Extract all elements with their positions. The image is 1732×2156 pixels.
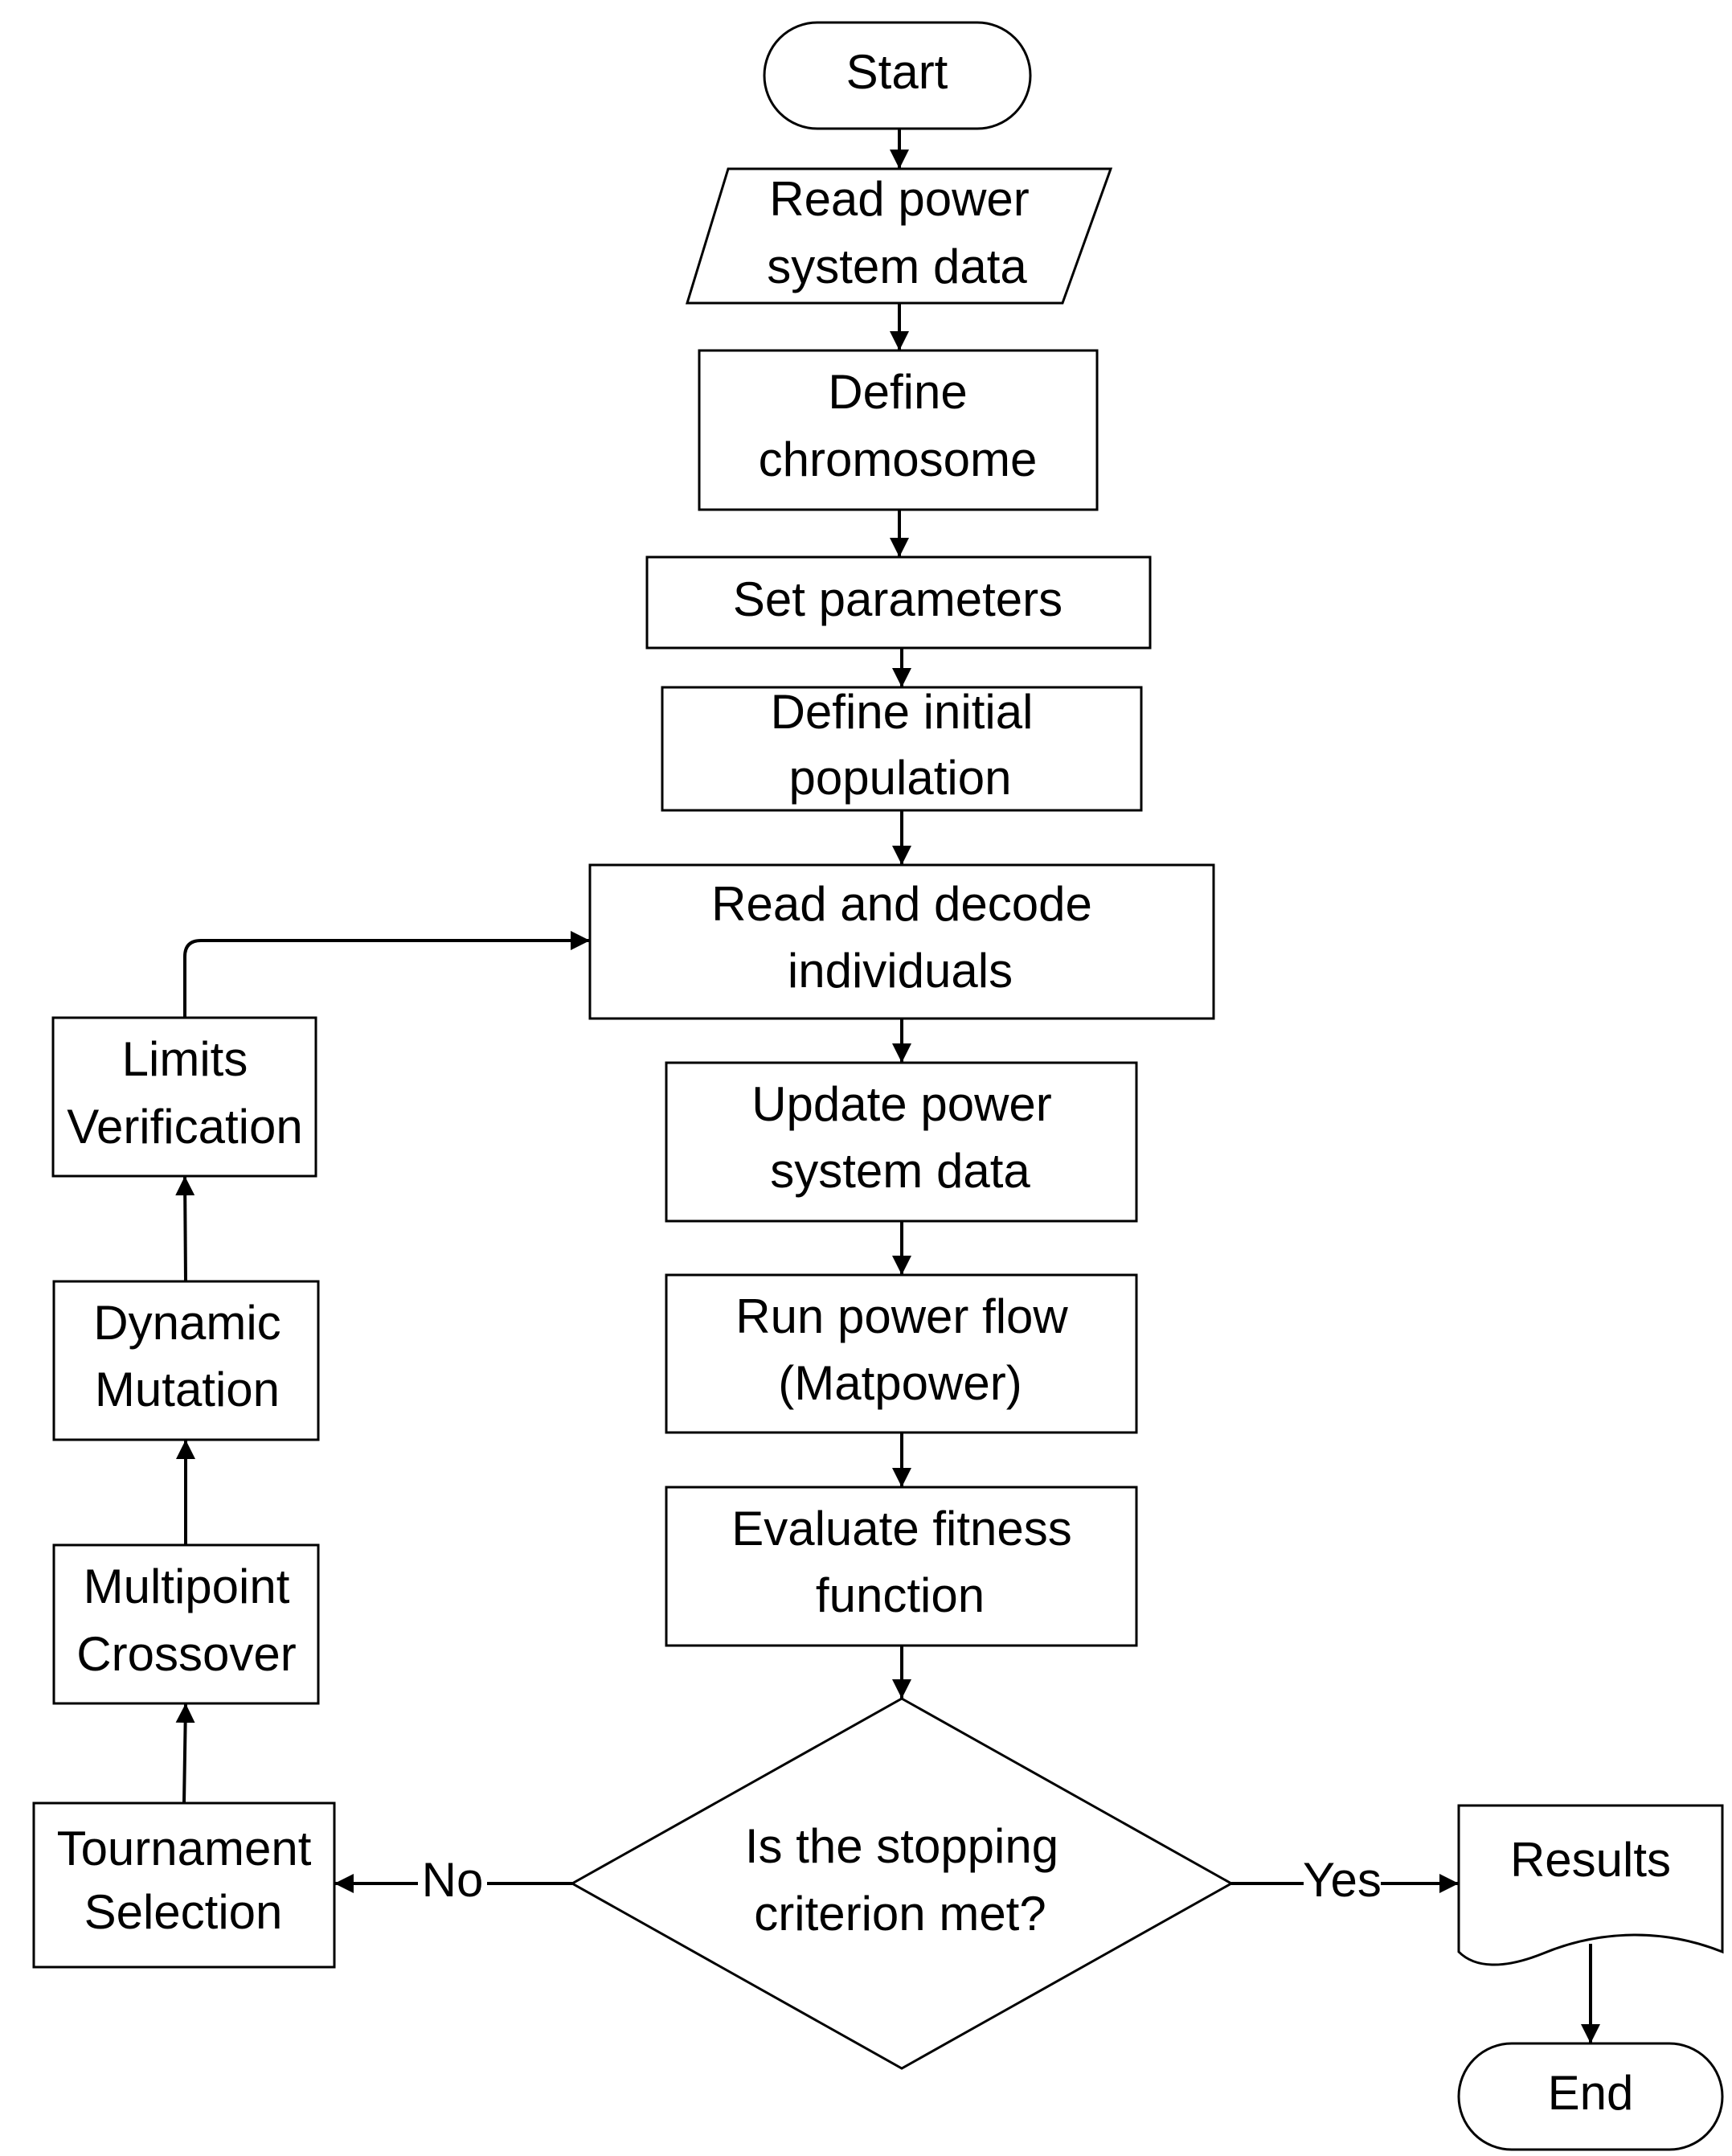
define-chromosome-label-line1: Define bbox=[828, 365, 967, 419]
set-parameters-node: Set parameters bbox=[645, 555, 1152, 650]
end-node: End bbox=[1457, 2042, 1724, 2151]
tournament-label-line1: Tournament bbox=[57, 1822, 312, 1875]
define-chromosome-label-line2: chromosome bbox=[759, 432, 1038, 486]
mutation-label-line2: Mutation bbox=[95, 1363, 280, 1416]
update-data-label-line1: Update power bbox=[751, 1077, 1052, 1131]
end-label: End bbox=[1548, 2066, 1634, 2120]
limits-label-line1: Limits bbox=[122, 1032, 248, 1086]
crossover-node: Multipoint Crossover bbox=[52, 1543, 320, 1705]
limits-label-line2: Verification bbox=[67, 1100, 303, 1154]
initial-population-label-line1: Define initial bbox=[771, 685, 1034, 739]
read-decode-label-line1: Read and decode bbox=[711, 877, 1092, 931]
no-label-bg bbox=[418, 1859, 487, 1908]
set-parameters-label: Set parameters bbox=[733, 572, 1063, 626]
power-flow-label-line2: (Matpower) bbox=[778, 1356, 1022, 1410]
yes-label-bg bbox=[1304, 1859, 1381, 1908]
initial-population-node: Define initial population bbox=[661, 685, 1143, 812]
read-data-node: Read power system data bbox=[685, 167, 1113, 305]
power-flow-node: Run power flow (Matpower) bbox=[665, 1273, 1138, 1434]
yes-label: Yes bbox=[1303, 1853, 1382, 1907]
limits-verification-node: Limits Verification bbox=[51, 1016, 317, 1178]
results-label: Results bbox=[1510, 1833, 1671, 1887]
start-label: Start bbox=[846, 45, 948, 99]
update-data-label-line2: system data bbox=[770, 1144, 1030, 1198]
decision-label-line2: criterion met? bbox=[754, 1887, 1046, 1941]
read-decode-node: Read and decode individuals bbox=[588, 863, 1215, 1020]
results-node: Results bbox=[1457, 1804, 1724, 1966]
initial-population-label-line2: population bbox=[789, 751, 1012, 805]
decision-label-line1: Is the stopping bbox=[745, 1819, 1058, 1873]
power-flow-label-line1: Run power flow bbox=[735, 1289, 1068, 1343]
stopping-criterion-decision: Is the stopping criterion met? bbox=[569, 1697, 1235, 2070]
define-chromosome-node: Define chromosome bbox=[698, 349, 1099, 511]
tournament-selection-node: Tournament Selection bbox=[32, 1801, 336, 1969]
arrow-tournament-to-crossover bbox=[175, 1703, 195, 1804]
mutation-node: Dynamic Mutation bbox=[52, 1280, 320, 1441]
crossover-label-line1: Multipoint bbox=[84, 1560, 290, 1613]
tournament-label-line2: Selection bbox=[84, 1885, 283, 1939]
start-node: Start bbox=[763, 21, 1032, 130]
fitness-label-line2: function bbox=[816, 1568, 985, 1622]
arrow-mutation-to-limits bbox=[175, 1175, 195, 1282]
read-data-label-line1: Read power bbox=[769, 172, 1030, 226]
mutation-label-line1: Dynamic bbox=[93, 1296, 280, 1350]
no-label: No bbox=[422, 1853, 484, 1907]
arrow-limits-to-decode bbox=[183, 931, 590, 1018]
crossover-label-line2: Crossover bbox=[76, 1627, 296, 1681]
fitness-node: Evaluate fitness function bbox=[665, 1486, 1138, 1647]
fitness-label-line1: Evaluate fitness bbox=[731, 1502, 1072, 1556]
read-data-label-line2: system data bbox=[767, 240, 1027, 293]
read-decode-label-line2: individuals bbox=[788, 944, 1013, 998]
update-data-node: Update power system data bbox=[665, 1061, 1138, 1223]
